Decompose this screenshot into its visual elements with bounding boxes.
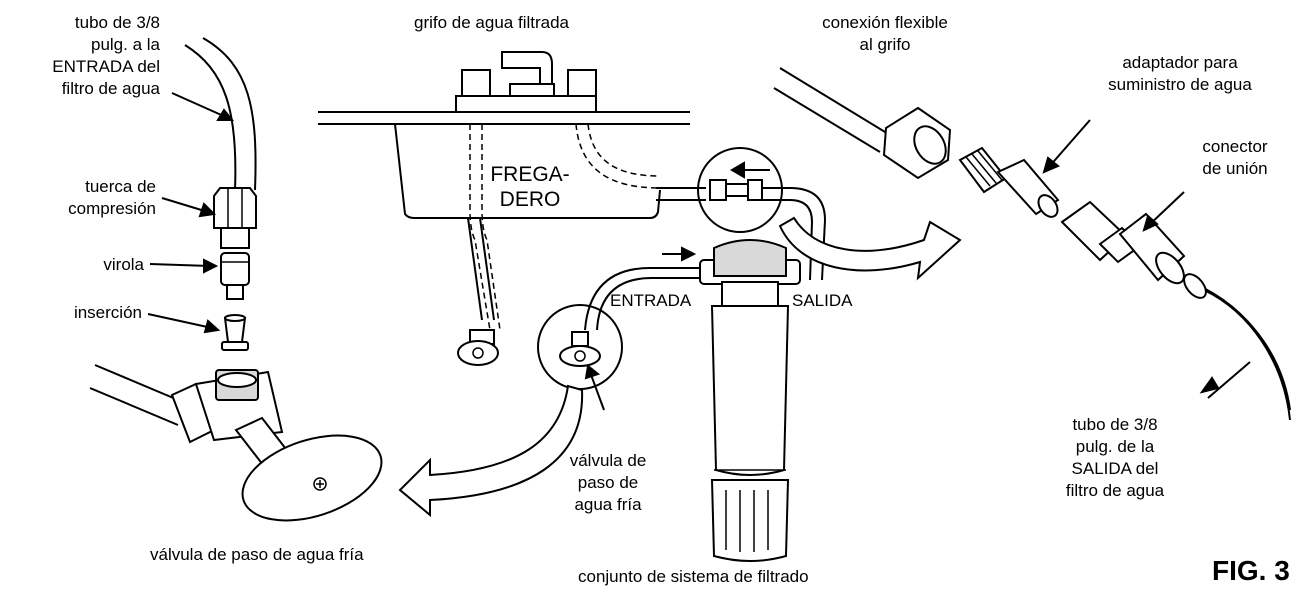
curved-arrow-left [398,384,584,518]
flex-connection-label: conexión flexible al grifo [822,13,948,54]
faucet-detail-circle [697,147,827,281]
cold-valve-bottom-label: válvula de paso de agua fría [150,545,364,564]
inlet-tube-label: tubo de 3/8 pulg. a la ENTRADA del filtr… [52,13,160,98]
union-connector-label: conector de unión [1202,137,1268,178]
outlet-tube-graphic [1183,273,1291,421]
curved-arrow-right [778,216,962,281]
cold-valve-middle-label: válvula de paso de agua fría [569,451,647,514]
compression-nut-label: tuerca de compresión [68,177,156,218]
under-sink-tubing [457,123,706,366]
union-connector-graphic [1060,200,1186,285]
ferrule-graphic [220,252,250,300]
right-pointer-arrows [1042,119,1251,399]
faucet-graphic [455,51,597,113]
inlet-tube-graphic [184,37,257,191]
flex-hose-graphic [773,67,952,180]
figure-label: FIG. 3 [1212,555,1290,586]
outlet-port-label: SALIDA [792,291,853,310]
left-pointer-arrows [147,92,235,334]
sink-label: FREGA- DERO [490,163,570,211]
supply-adapter-graphic [958,146,1060,218]
ferrule-label: virola [103,255,144,274]
cold-valve-bottom-graphic [89,364,383,522]
supply-adapter-label: adaptador para suministro de agua [1108,53,1252,94]
insert-label: inserción [73,303,142,322]
faucet-label: grifo de agua filtrada [414,13,569,32]
filter-system-label: conjunto de sistema de filtrado [578,567,809,586]
compression-nut-graphic [213,187,257,249]
outlet-tube-label: tubo de 3/8 pulg. de la SALIDA del filtr… [1065,415,1165,500]
insert-graphic [221,314,249,351]
inlet-port-label: ENTRADA [610,291,692,310]
filter-assembly-graphic [584,239,801,562]
